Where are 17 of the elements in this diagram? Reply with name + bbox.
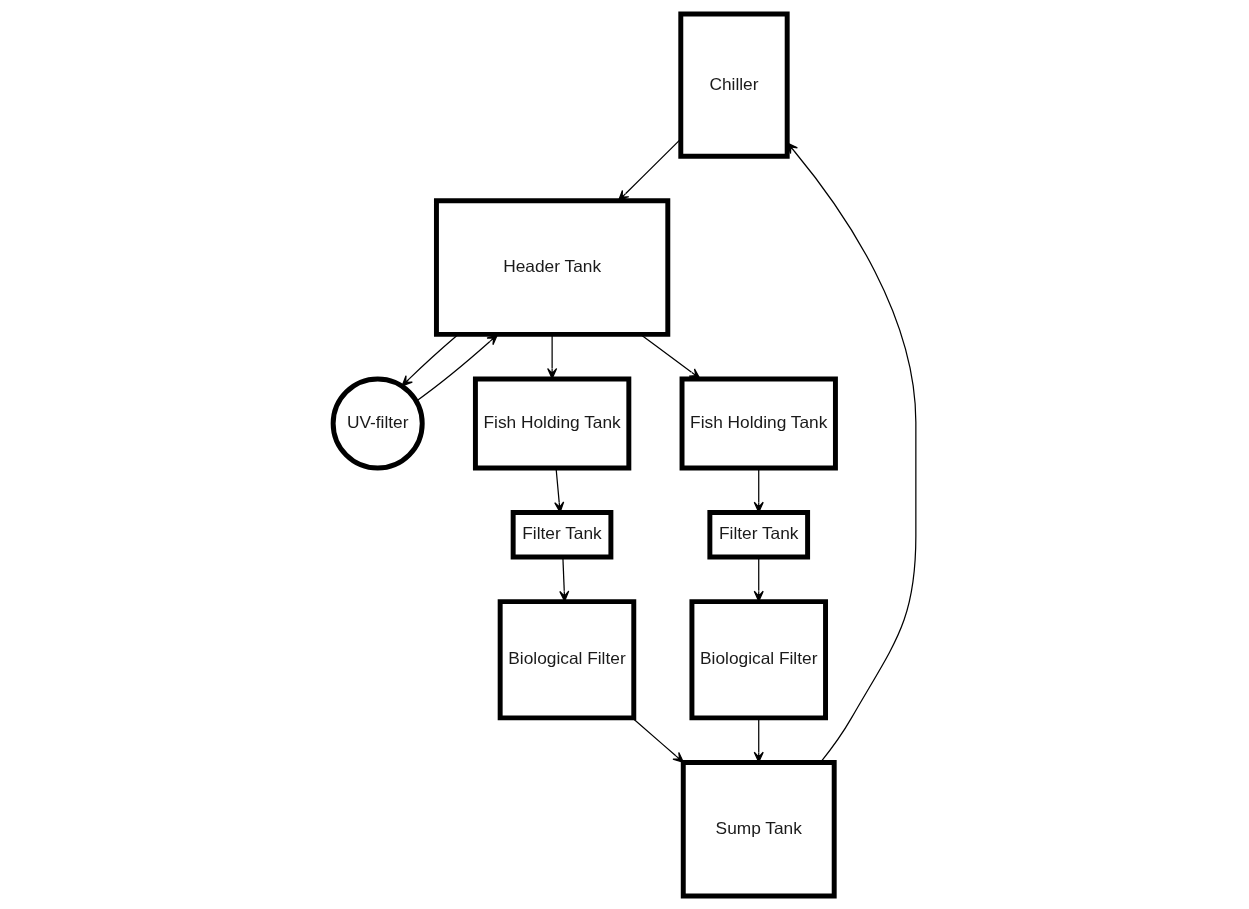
node-box: Sump Tank bbox=[680, 759, 837, 899]
node-box: Fish Holding Tank bbox=[679, 375, 838, 470]
node-box: Biological Filter bbox=[497, 598, 637, 720]
arrow bbox=[753, 556, 764, 602]
node-box: Header Tank bbox=[433, 197, 671, 337]
arrow bbox=[617, 138, 682, 201]
node-box: Biological Filter bbox=[689, 598, 828, 720]
node-box: Filter Tank bbox=[707, 509, 811, 560]
node-box: Chiller bbox=[678, 10, 790, 159]
arrow bbox=[401, 333, 459, 386]
arrow bbox=[640, 333, 701, 379]
arrow bbox=[786, 142, 917, 763]
arrow bbox=[559, 556, 570, 602]
node-box: Fish Holding Tank bbox=[472, 375, 632, 470]
arrow bbox=[415, 333, 498, 402]
node-box: Filter Tank bbox=[510, 509, 614, 560]
arrow bbox=[547, 333, 558, 379]
